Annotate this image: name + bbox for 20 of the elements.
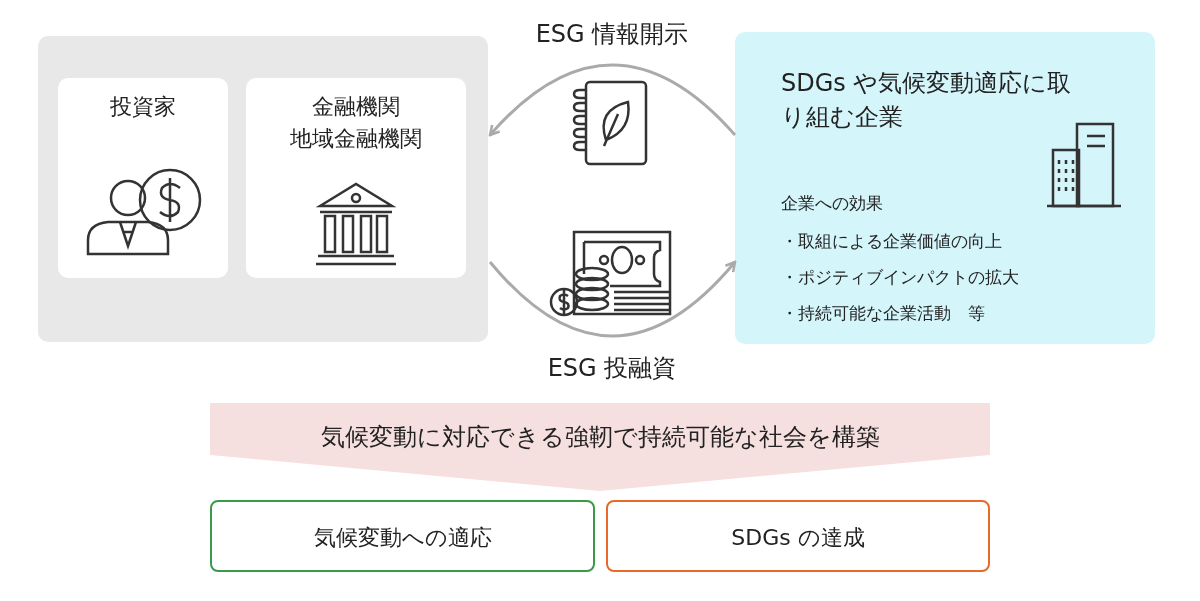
bullet-text: ・持続可能な企業活動 等 <box>781 302 985 325</box>
heading: 投資家 <box>109 93 177 121</box>
bullet-text: ・取組による企業価値の向上 <box>781 230 1002 253</box>
heading: SDGs や気候変動適応に取り組む企業 <box>781 68 1073 133</box>
goal-text: SDGs の達成 <box>731 524 865 552</box>
heading: 金融機関 <box>311 93 401 121</box>
curved-arrow <box>488 63 737 137</box>
panel <box>38 36 488 342</box>
subheading: 企業への効果 <box>781 192 883 215</box>
banner-text: 気候変動に対応できる強靭で持続可能な社会を構築 <box>319 422 881 453</box>
panel <box>735 32 1155 344</box>
bullet-text: ・ポジティブインパクトの拡大 <box>781 266 1019 289</box>
banner <box>210 403 990 491</box>
card <box>246 78 466 278</box>
goal-text: 気候変動への適応 <box>312 524 493 552</box>
goal-box <box>210 500 595 572</box>
goal-box <box>606 500 990 572</box>
card <box>58 78 228 278</box>
curved-arrow <box>488 260 737 338</box>
heading: 地域金融機関 <box>289 125 423 153</box>
